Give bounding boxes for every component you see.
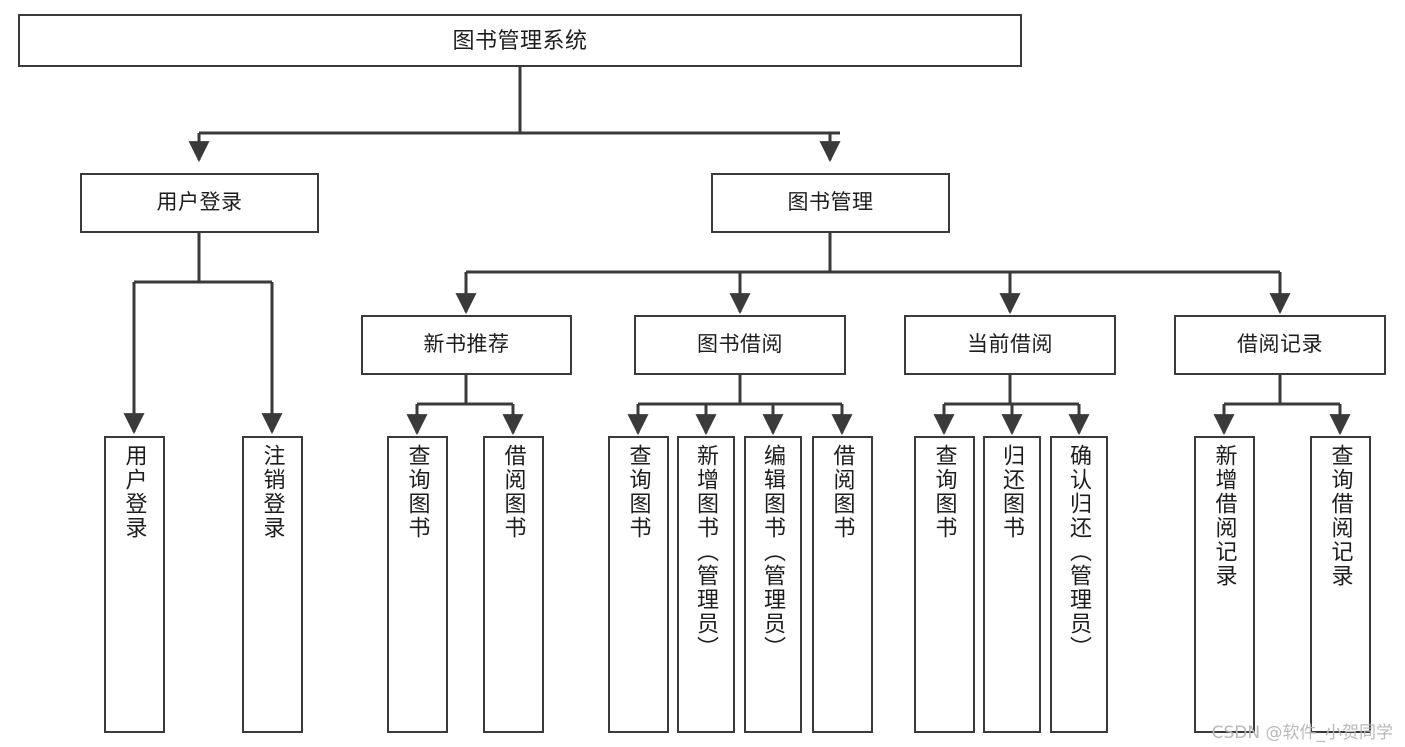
node-label: 归还图书: [1000, 444, 1025, 540]
leaf-borrow-books[interactable]: 借阅图书: [812, 436, 873, 733]
leaf-user-login[interactable]: 用户登录: [104, 436, 165, 733]
node-label: 查询图书: [626, 444, 652, 540]
leaf-add-book-admin[interactable]: 新增图书（管理员）: [677, 436, 735, 733]
node-label: 查询借阅记录: [1328, 444, 1354, 588]
leaf-edit-book-admin[interactable]: 编辑图书（管理员）: [744, 436, 802, 733]
node-label: 查询图书: [405, 444, 431, 540]
node-label: 图书管理系统: [452, 27, 588, 53]
node-label: 当前借阅: [967, 332, 1053, 356]
leaf-query-books-borrow[interactable]: 查询图书: [608, 436, 669, 733]
node-label: 图书管理: [787, 190, 874, 214]
node-label: 新增借阅记录: [1212, 444, 1238, 588]
leaf-add-borrow-record[interactable]: 新增借阅记录: [1194, 436, 1255, 733]
node-label: 用户登录: [122, 444, 148, 540]
node-label: 新书推荐: [423, 332, 510, 356]
watermark: CSDN @软件_小贺同学: [1211, 723, 1393, 743]
node-label: 查询图书: [932, 444, 958, 540]
leaf-logout[interactable]: 注销登录: [242, 436, 303, 733]
node-current-borrow[interactable]: 当前借阅: [904, 315, 1116, 375]
node-label: 注销登录: [260, 444, 286, 540]
node-book-borrow[interactable]: 图书借阅: [634, 315, 846, 375]
node-label: 编辑图书（管理员）: [761, 444, 786, 660]
leaf-query-books-current[interactable]: 查询图书: [914, 436, 975, 733]
node-label: 借阅图书: [830, 444, 856, 540]
node-label: 借阅图书: [501, 444, 527, 540]
node-book-management[interactable]: 图书管理: [711, 173, 950, 233]
node-new-book-recommend[interactable]: 新书推荐: [361, 315, 572, 375]
node-label: 用户登录: [156, 190, 243, 214]
node-label: 新增图书（管理员）: [694, 444, 719, 660]
node-label: 确认归还（管理员）: [1067, 444, 1092, 660]
node-label: 图书借阅: [697, 332, 783, 356]
leaf-query-borrow-record[interactable]: 查询借阅记录: [1310, 436, 1371, 733]
node-root-system[interactable]: 图书管理系统: [18, 14, 1022, 67]
node-label: 借阅记录: [1237, 332, 1323, 356]
leaf-return-books[interactable]: 归还图书: [983, 436, 1041, 733]
leaf-borrow-books-recommend[interactable]: 借阅图书: [483, 436, 544, 733]
leaf-query-books-recommend[interactable]: 查询图书: [387, 436, 448, 733]
leaf-confirm-return-admin[interactable]: 确认归还（管理员）: [1050, 436, 1108, 733]
node-borrow-records[interactable]: 借阅记录: [1174, 315, 1386, 375]
node-user-login[interactable]: 用户登录: [80, 173, 319, 233]
